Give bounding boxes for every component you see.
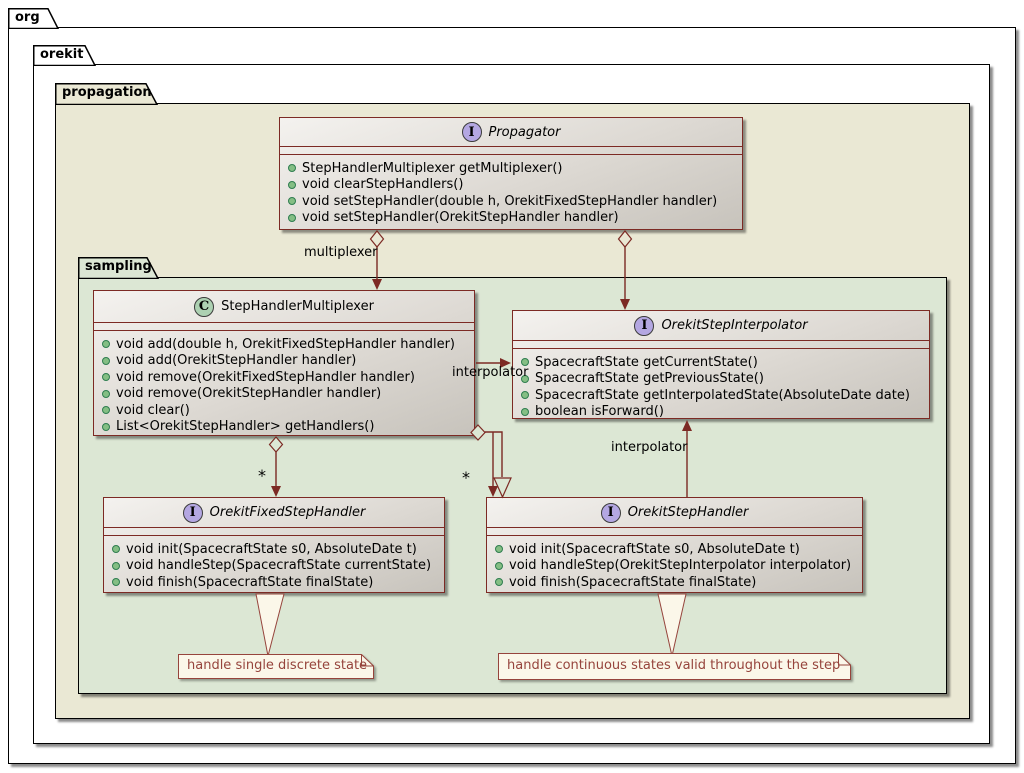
method-signature: void add(double h, OrekitFixedStepHandle… xyxy=(116,336,455,352)
method-signature: SpacecraftState getPreviousState() xyxy=(535,371,764,387)
note-shape xyxy=(178,654,374,679)
package-org-tab: org xyxy=(8,8,60,29)
class-orekitfixedstephandler: I OrekitFixedStepHandler void init(Space… xyxy=(103,497,445,593)
class-header: I Propagator xyxy=(280,118,742,147)
interface-icon: I xyxy=(461,122,482,142)
method-signature: void setStepHandler(double h, OrekitFixe… xyxy=(302,193,718,209)
method-signature: void finish(SpacecraftState finalState) xyxy=(509,574,757,590)
note-text: handle continuous states valid throughou… xyxy=(507,658,841,673)
note-text: handle single discrete state xyxy=(187,658,368,673)
public-method-icon xyxy=(521,407,529,416)
edge-label-interpolator-v: interpolator xyxy=(611,440,688,455)
fields-compartment xyxy=(104,528,444,536)
public-method-icon xyxy=(495,561,503,570)
fields-compartment xyxy=(487,528,862,536)
method-signature: void setStepHandler(OrekitStepHandler ha… xyxy=(302,210,619,226)
package-sampling-label: sampling xyxy=(85,259,152,274)
method-signature: void remove(OrekitStepHandler handler) xyxy=(116,386,382,402)
public-method-icon xyxy=(288,180,296,189)
method-signature: boolean isForward() xyxy=(535,404,664,420)
multiplicity-star-right: * xyxy=(462,468,470,487)
public-method-icon xyxy=(102,389,110,398)
public-method-icon xyxy=(521,391,529,400)
class-header: I OrekitFixedStepHandler xyxy=(104,498,444,528)
note-fold-icon xyxy=(838,653,851,666)
public-method-icon xyxy=(102,373,110,382)
class-propagator: I Propagator StepHandlerMultiplexer getM… xyxy=(279,117,743,230)
class-name: StepHandlerMultiplexer xyxy=(221,299,374,314)
fields-compartment xyxy=(513,341,929,349)
interface-icon: I xyxy=(182,502,203,523)
class-name: OrekitStepHandler xyxy=(627,505,749,520)
interface-icon: I xyxy=(634,315,655,336)
method-signature: void add(OrekitStepHandler handler) xyxy=(116,353,357,369)
public-method-icon xyxy=(102,406,110,415)
class-stephandlermultiplexer: C StepHandlerMultiplexer void add(double… xyxy=(93,290,475,436)
multiplicity-star-left: * xyxy=(258,466,266,485)
class-header: I OrekitStepHandler xyxy=(487,498,862,528)
edge-label-interpolator-h: interpolator xyxy=(452,365,529,380)
package-org-label: org xyxy=(15,10,40,25)
methods-compartment: void init(SpacecraftState s0, AbsoluteDa… xyxy=(104,536,444,592)
method-signature: SpacecraftState getCurrentState() xyxy=(535,354,758,370)
public-method-icon xyxy=(102,356,110,365)
package-sampling-tab: sampling xyxy=(78,257,160,279)
method-signature: void init(SpacecraftState s0, AbsoluteDa… xyxy=(126,541,417,557)
class-header: I OrekitStepInterpolator xyxy=(513,311,929,341)
package-orekit-tab: orekit xyxy=(33,45,97,66)
public-method-icon xyxy=(288,197,296,206)
class-orekitstepinterpolator: I OrekitStepInterpolator SpacecraftState… xyxy=(512,310,930,419)
edge-label-multiplexer: multiplexer xyxy=(304,245,378,260)
public-method-icon xyxy=(521,358,529,367)
public-method-icon xyxy=(288,213,296,222)
public-method-icon xyxy=(112,561,120,570)
interface-icon: I xyxy=(600,502,621,523)
package-tab-shape xyxy=(78,257,160,279)
method-signature: SpacecraftState getInterpolatedState(Abs… xyxy=(535,387,910,403)
note-fold-icon xyxy=(361,654,374,667)
fields-compartment xyxy=(94,323,474,331)
method-signature: void handleStep(SpacecraftState currentS… xyxy=(126,558,432,574)
public-method-icon xyxy=(495,545,503,554)
methods-compartment: SpacecraftState getCurrentState() Spacec… xyxy=(513,349,929,420)
method-signature: StepHandlerMultiplexer getMultiplexer() xyxy=(302,160,563,176)
package-tab-shape xyxy=(33,45,97,66)
method-signature: void clear() xyxy=(116,402,190,418)
method-signature: void handleStep(OrekitStepInterpolator i… xyxy=(509,558,852,574)
public-method-icon xyxy=(495,578,503,587)
package-propagation-tab: propagation xyxy=(55,83,159,105)
package-tab-shape xyxy=(55,83,159,105)
public-method-icon xyxy=(112,578,120,587)
public-method-icon xyxy=(521,374,529,383)
method-signature: void remove(OrekitFixedStepHandler handl… xyxy=(116,369,415,385)
fields-compartment xyxy=(280,147,742,155)
public-method-icon xyxy=(288,164,296,173)
method-signature: void init(SpacecraftState s0, AbsoluteDa… xyxy=(509,541,800,557)
class-name: OrekitFixedStepHandler xyxy=(209,505,366,520)
method-signature: void clearStepHandlers() xyxy=(302,177,464,193)
public-method-icon xyxy=(102,422,110,431)
public-method-icon xyxy=(102,340,110,349)
package-orekit-label: orekit xyxy=(40,47,84,62)
methods-compartment: void add(double h, OrekitFixedStepHandle… xyxy=(94,331,474,435)
methods-compartment: void init(SpacecraftState s0, AbsoluteDa… xyxy=(487,536,862,592)
note-fixed-handler: handle single discrete state xyxy=(178,654,374,679)
public-method-icon xyxy=(112,545,120,554)
methods-compartment: StepHandlerMultiplexer getMultiplexer() … xyxy=(280,155,742,229)
note-step-handler: handle continuous states valid throughou… xyxy=(498,653,851,680)
package-tab-shape xyxy=(8,8,60,29)
class-icon: C xyxy=(194,296,215,317)
method-signature: List<OrekitStepHandler> getHandlers() xyxy=(116,419,375,435)
package-propagation-label: propagation xyxy=(62,85,152,100)
class-orekitstephandler: I OrekitStepHandler void init(Spacecraft… xyxy=(486,497,863,593)
note-shape xyxy=(498,653,851,680)
method-signature: void finish(SpacecraftState finalState) xyxy=(126,574,374,590)
class-header: C StepHandlerMultiplexer xyxy=(94,291,474,323)
class-name: OrekitStepInterpolator xyxy=(661,318,808,333)
class-name: Propagator xyxy=(488,124,561,140)
